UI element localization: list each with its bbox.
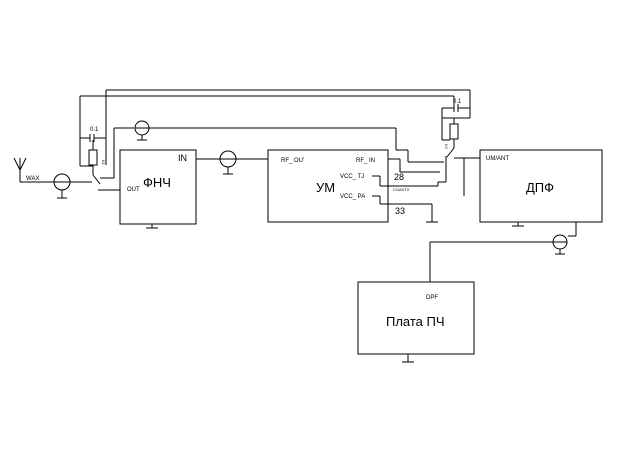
if-board-block: [357, 281, 475, 363]
pa-pin-vcc-tx: VCC_ TJ: [340, 174, 364, 180]
net-coaxtx-label: COAXTX: [393, 187, 410, 192]
bpf-title: ДПФ: [526, 180, 554, 195]
net-33-label: 33: [395, 206, 405, 216]
pa-pin-vcc-pa: VCC_ PA: [340, 194, 365, 200]
relay-k1-label: K1: [101, 160, 106, 166]
coax-connector-antenna: [53, 173, 71, 199]
capacitor-left-value: 0.1: [90, 127, 99, 133]
relay-k2: [441, 108, 470, 158]
pa-pin-rf-out: RF_ OU': [281, 158, 304, 164]
capacitor-right-value: 0.1: [453, 99, 462, 105]
capacitor-left: [80, 134, 106, 142]
bpf-block: [479, 149, 603, 227]
capacitor-right: [442, 104, 470, 112]
if-board-title: Плата ПЧ: [386, 314, 445, 329]
lpf-pin-in: IN: [178, 153, 187, 163]
relay-k1: [88, 140, 108, 191]
lpf-block: [119, 149, 197, 229]
pa-block: [267, 149, 389, 223]
antenna-label: WAX: [26, 176, 39, 182]
lpf-pin-out: OUT: [127, 187, 140, 193]
coax-connector-top: [134, 120, 150, 141]
lpf-title: ФНЧ: [143, 175, 171, 190]
pa-title: УМ: [316, 180, 335, 195]
net-28-label: 28: [394, 172, 404, 182]
pa-pin-rf-in: RF_ IN: [356, 158, 375, 164]
relay-k2-label: K2: [444, 144, 449, 150]
bpf-pin-um-ant: UM/ANT: [486, 156, 509, 162]
coax-connector-bpf-if: [552, 234, 568, 255]
coax-connector-lpf-pa: [219, 150, 237, 175]
if-board-pin-dpf: DPF: [426, 295, 438, 301]
antenna-symbol: [13, 157, 27, 182]
